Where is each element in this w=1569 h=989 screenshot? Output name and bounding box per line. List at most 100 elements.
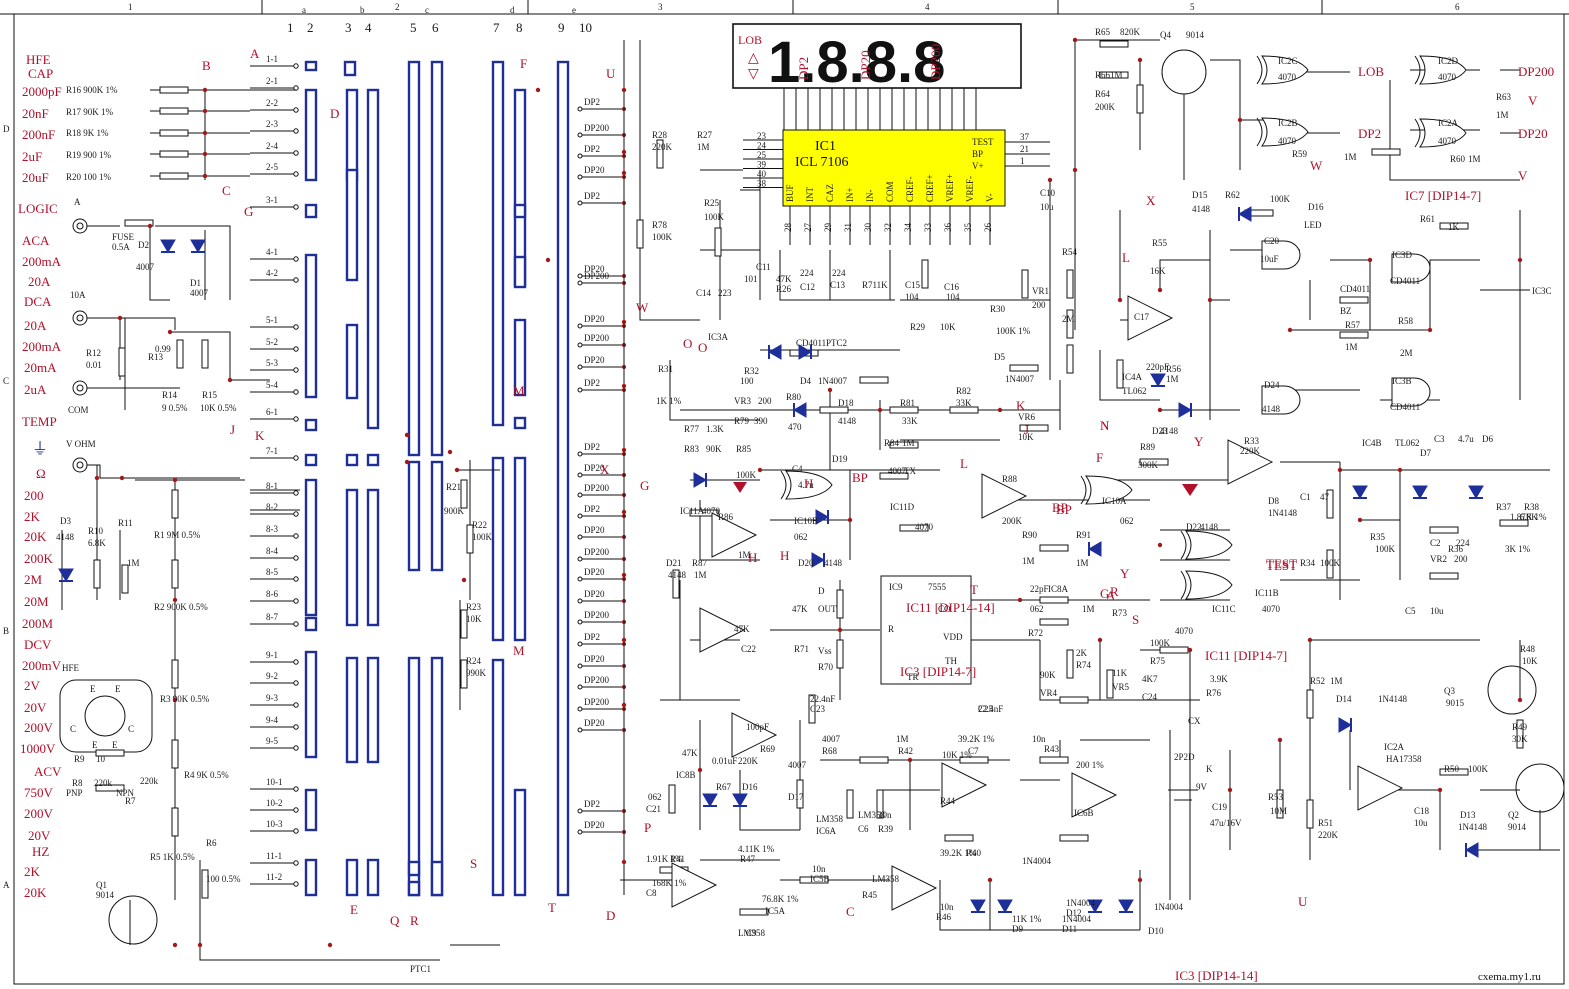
component-label-306: R39 <box>878 824 894 834</box>
component-label-277: 100pF <box>746 722 769 732</box>
range-label-23: 20M <box>24 594 49 609</box>
component-label-203: 6.8K <box>1520 512 1538 522</box>
switch-column-4: e <box>572 5 576 15</box>
net-label-13: O <box>683 336 692 351</box>
component-label-326: D9 <box>1012 924 1023 934</box>
component-label-80: R65 <box>1095 27 1111 37</box>
component-label-70: C15 <box>905 280 921 290</box>
ic1-bottom-label: V- <box>985 193 995 202</box>
component-label-148: 1N4007 <box>1005 374 1034 384</box>
net-dp2: DP2 <box>1358 126 1381 141</box>
net-label-27: C <box>846 904 855 919</box>
component-label-320: IC5A <box>765 906 786 916</box>
component-label-163: VR6 <box>1018 412 1036 422</box>
ic1-pin: 23 <box>757 131 767 141</box>
component-label-222: IC10A <box>1102 496 1127 506</box>
ic1-bottom-label: BUF <box>785 184 795 202</box>
ground-symbol: ⏚ <box>32 440 48 458</box>
component-label-256: IC8A <box>1048 584 1069 594</box>
component-label-295: 10n <box>1032 734 1046 744</box>
component-label-266: VR5 <box>1112 682 1130 692</box>
component-label-328: D10 <box>1148 926 1164 936</box>
component-label-296: R43 <box>1044 744 1060 754</box>
dp-label-7: DP20 <box>584 314 605 324</box>
component-label-84: R64 <box>1095 89 1111 99</box>
component-label-26: R2 900K 0.5% <box>154 602 208 612</box>
row-marker: C <box>3 376 9 386</box>
component-label-94: IC2A <box>1438 118 1459 128</box>
component-label-241: 7555 <box>928 582 947 592</box>
component-label-227: 1M <box>1022 556 1035 566</box>
component-label-179: 220K <box>1240 446 1261 456</box>
component-label-29: R5 1K 0.5% <box>150 852 195 862</box>
net-label-36: Y <box>1194 434 1204 449</box>
component-label-160: 33K <box>902 416 918 426</box>
component-label-123: BZ <box>1340 306 1352 316</box>
dp-label-17: DP20 <box>584 567 605 577</box>
component-label-79: 10K <box>940 322 956 332</box>
svg-text:E: E <box>115 684 121 694</box>
component-label-238: IC11 [DIP14-14] <box>906 600 995 615</box>
component-label-251: 47K <box>792 604 808 614</box>
net-label-35: H <box>748 550 757 565</box>
component-label-9: D1 <box>190 278 201 288</box>
switch-number-4: 5 <box>410 20 417 35</box>
switch-number-8: 9 <box>558 20 565 35</box>
ic1-bottom-pin: 26 <box>983 223 993 233</box>
component-label-161: R82 <box>956 386 971 396</box>
component-label-297: 10K 1% <box>942 750 972 760</box>
net-label-42: U <box>1298 894 1308 909</box>
component-label-252: R71 <box>794 644 809 654</box>
component-label-245: TH <box>945 656 957 666</box>
ic1-right-pin: 37 <box>1020 132 1030 142</box>
ic1-bottom-pin: 34 <box>903 223 913 233</box>
component-label-358: R48 <box>1520 644 1536 654</box>
component-label-14: 0.99 <box>155 344 171 354</box>
component-label-258: R72 <box>1028 628 1043 638</box>
net-label-2: C <box>222 183 231 198</box>
component-label-91: 4070 <box>1278 136 1297 146</box>
component-label-330: D11 <box>1062 924 1077 934</box>
ic1-bottom-label: CREF- <box>905 176 915 202</box>
net-label-32: K <box>1016 398 1026 413</box>
lcd-digits: 1.8.8.8 <box>768 30 945 95</box>
component-label-200: R37 <box>1496 502 1512 512</box>
switch-contact-3: 2-3 <box>266 119 278 129</box>
net-label-30: N <box>1100 418 1110 433</box>
component-label-64: 224 <box>800 268 814 278</box>
component-label-308: R40 <box>966 848 982 858</box>
rotary-switch-strips <box>304 60 570 897</box>
dp-label-21: DP20 <box>584 654 605 664</box>
ic1-right-label: BP <box>972 149 983 159</box>
component-label-351: 10u <box>1414 818 1428 828</box>
component-label-281: 062 <box>648 792 662 802</box>
component-label-101: 1M <box>1468 154 1481 164</box>
dp-label-19: DP200 <box>584 610 610 620</box>
battery-9v <box>1168 789 1198 801</box>
component-label-334: CX <box>1188 716 1201 726</box>
switch-contact-18: 8-4 <box>266 546 278 556</box>
range-label-7: LOGIC <box>18 201 58 216</box>
component-label-115: R55 <box>1152 238 1168 248</box>
component-label-137: 4148 <box>1262 404 1281 414</box>
net-label-8: J <box>230 422 235 437</box>
component-label-34: R8 <box>72 778 83 788</box>
net-label-1: B <box>202 58 211 73</box>
ic1-bottom-pin: 35 <box>963 223 973 233</box>
net-label-46: G <box>1100 586 1109 601</box>
transistors <box>108 49 1565 945</box>
component-label-141: CD4011 <box>796 338 826 348</box>
component-label-65: C13 <box>830 280 846 290</box>
component-label-97: 1M <box>1344 152 1357 162</box>
decimal-point-labels: DP2DP200DP2DP20DP2DP200DP20DP20DP200DP20… <box>577 97 626 835</box>
component-label-264: R74 <box>1076 660 1092 670</box>
component-label-271: 4K7 <box>1142 674 1158 684</box>
component-label-61: R26 <box>776 284 792 294</box>
component-label-63: C12 <box>800 282 815 292</box>
range-label-33: 200V <box>24 806 54 821</box>
switch-contact-16: 8-2 <box>266 502 278 512</box>
component-label-293: 39.2K 1% <box>958 734 995 744</box>
range-label-37: 20K <box>24 885 47 900</box>
component-label-362: Q2 <box>1508 810 1519 820</box>
component-label-280: IC8B <box>676 770 696 780</box>
